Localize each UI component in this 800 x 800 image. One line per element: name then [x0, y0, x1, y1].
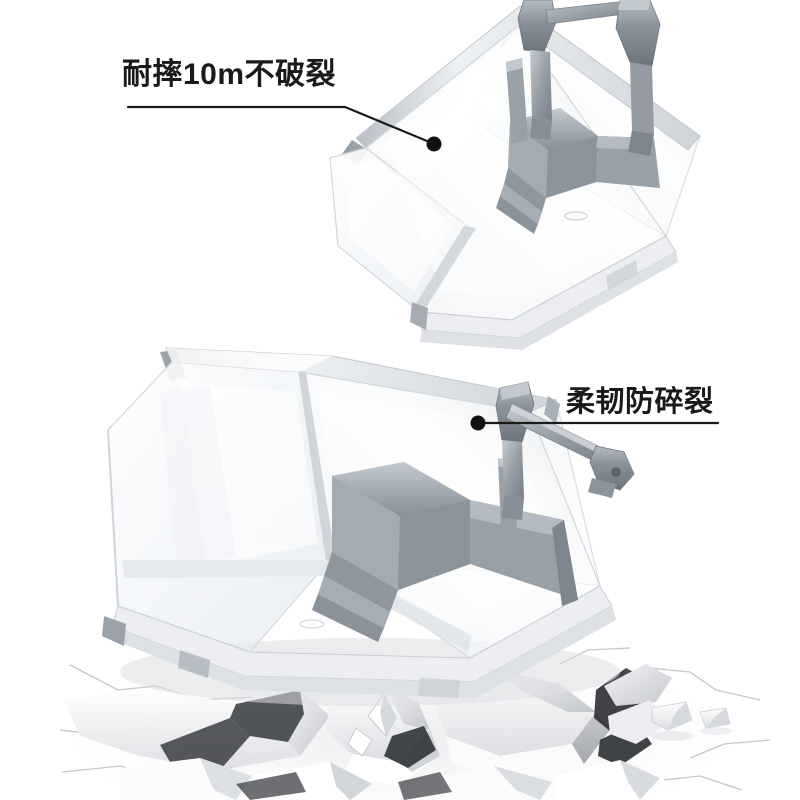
callout-1-dot: [426, 136, 442, 152]
interior-divider-upper: [496, 58, 660, 234]
bail-handle-upper[interactable]: [517, 0, 661, 156]
callout-2-leader: [470, 415, 720, 431]
callout-2-dot: [470, 415, 486, 431]
interior-divider-lower: [312, 458, 578, 642]
callout-1-leader: [126, 105, 442, 152]
debris-chunks: [650, 701, 732, 741]
product-box-upper: [329, 0, 701, 350]
callout-label-flexible-handle: 柔韧防碎裂: [566, 386, 714, 418]
callout-label-drop-resistance: 耐摔10m不破裂: [122, 58, 337, 91]
callout-leaders: [126, 105, 720, 431]
product-box-lower: [102, 347, 635, 706]
bail-handle-lower[interactable]: [495, 381, 635, 520]
floor-shards: [64, 664, 732, 800]
